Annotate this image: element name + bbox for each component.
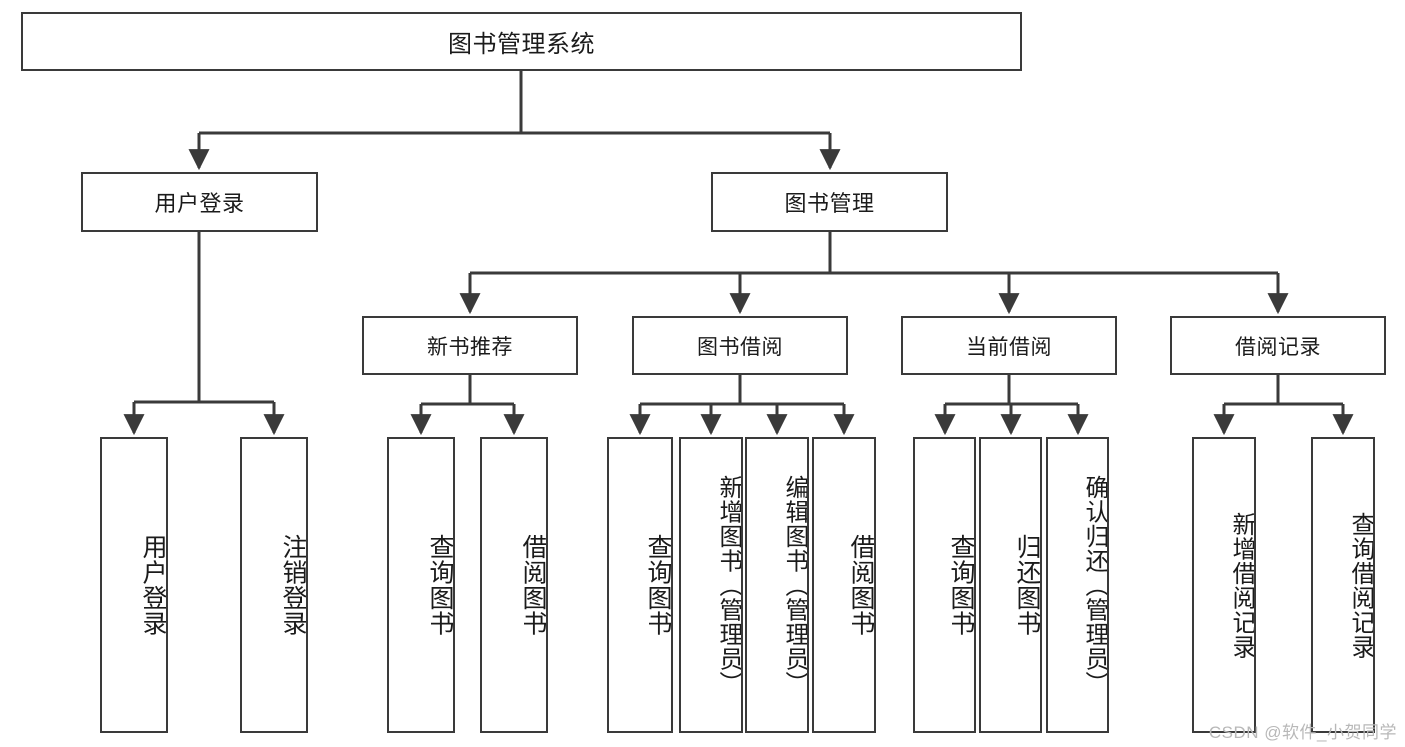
node-root[interactable]: 图书管理系统 <box>21 12 1022 71</box>
leaf-add-borrow-record[interactable]: 新增借阅记录 <box>1192 437 1256 733</box>
watermark-text: CSDN @软件_小贺同学 <box>1208 723 1397 742</box>
node-new-book-recommend[interactable]: 新书推荐 <box>362 316 578 375</box>
leaf-borrow-books-recommend[interactable]: 借阅图书 <box>480 437 548 733</box>
leaf-confirm-return-admin[interactable]: 确认归还（管理员） <box>1046 437 1109 733</box>
node-user-login[interactable]: 用户登录 <box>81 172 318 232</box>
leaf-borrow-books[interactable]: 借阅图书 <box>812 437 876 733</box>
leaf-query-borrow-record[interactable]: 查询借阅记录 <box>1311 437 1375 733</box>
node-current-borrow[interactable]: 当前借阅 <box>901 316 1117 375</box>
node-book-borrow[interactable]: 图书借阅 <box>632 316 848 375</box>
node-book-management[interactable]: 图书管理 <box>711 172 948 232</box>
leaf-query-books-recommend[interactable]: 查询图书 <box>387 437 455 733</box>
leaf-query-books-current[interactable]: 查询图书 <box>913 437 976 733</box>
leaf-return-books[interactable]: 归还图书 <box>979 437 1042 733</box>
node-borrow-records[interactable]: 借阅记录 <box>1170 316 1386 375</box>
leaf-add-book-admin[interactable]: 新增图书（管理员） <box>679 437 743 733</box>
leaf-user-login[interactable]: 用户登录 <box>100 437 168 733</box>
leaf-edit-book-admin[interactable]: 编辑图书（管理员） <box>745 437 809 733</box>
leaf-logout[interactable]: 注销登录 <box>240 437 308 733</box>
leaf-query-books-borrow[interactable]: 查询图书 <box>607 437 673 733</box>
